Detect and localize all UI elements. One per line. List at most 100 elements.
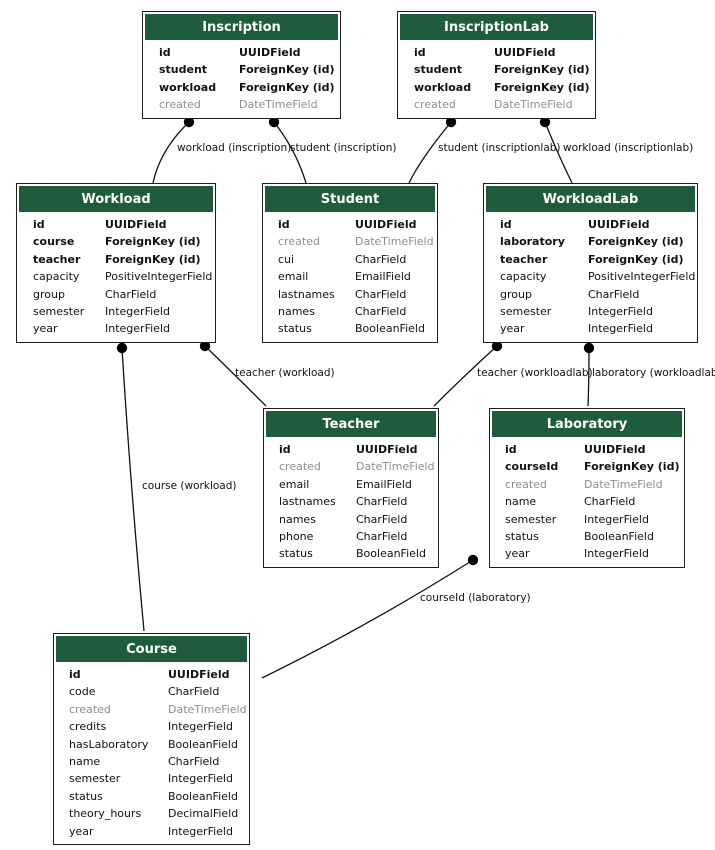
field-row: year IntegerField bbox=[484, 320, 697, 337]
field-name: group bbox=[33, 287, 65, 301]
field-type: ForeignKey (id) bbox=[494, 63, 590, 77]
relation-line-inscription-student bbox=[273, 121, 307, 184]
field-type: CharField bbox=[356, 529, 408, 543]
field-name: year bbox=[505, 547, 530, 561]
field-name: year bbox=[69, 824, 94, 838]
field-name: semester bbox=[500, 304, 552, 318]
field-type: ForeignKey (id) bbox=[239, 63, 335, 77]
field-type: DateTimeField bbox=[494, 98, 573, 112]
field-type: UUIDField bbox=[355, 218, 417, 231]
field-type: ForeignKey (id) bbox=[584, 460, 680, 474]
relation-endpoint-dot bbox=[583, 342, 595, 354]
field-type: UUIDField bbox=[356, 443, 418, 456]
model-title: Laboratory bbox=[491, 410, 683, 438]
field-type: IntegerField bbox=[588, 322, 653, 336]
field-name: phone bbox=[279, 529, 314, 543]
relation-endpoint-dot bbox=[539, 116, 551, 128]
model-title: Inscription bbox=[144, 13, 339, 41]
field-row: lastnames CharField bbox=[264, 493, 438, 510]
field-name: created bbox=[505, 477, 547, 491]
field-type: UUIDField bbox=[168, 668, 230, 681]
relation-label-laboratory-course: courseId (laboratory) bbox=[420, 592, 531, 604]
field-type: UUIDField bbox=[584, 443, 646, 456]
relation-label-inscriptionlab-student: student (inscriptionlab) bbox=[438, 142, 561, 154]
field-type: ForeignKey (id) bbox=[588, 235, 684, 249]
field-name: names bbox=[279, 512, 316, 526]
field-name: lastnames bbox=[279, 495, 336, 509]
field-type: BooleanField bbox=[356, 547, 426, 561]
field-name: semester bbox=[505, 512, 557, 526]
relation-line-inscriptionlab-student bbox=[408, 121, 452, 184]
field-type: IntegerField bbox=[105, 304, 170, 318]
model-title: Course bbox=[55, 635, 248, 663]
relation-label-inscription-workload: workload (inscription) bbox=[177, 142, 292, 154]
model-laboratory: Laboratory id UUIDField courseId ForeignKey … bbox=[489, 408, 685, 568]
field-row: created DateTimeField bbox=[398, 96, 595, 113]
field-type: CharField bbox=[356, 495, 408, 509]
field-name: teacher bbox=[33, 252, 81, 266]
field-type: ForeignKey (id) bbox=[239, 80, 335, 94]
field-type: BooleanField bbox=[168, 789, 238, 803]
field-type: IntegerField bbox=[168, 824, 233, 838]
model-title: WorkloadLab bbox=[485, 185, 696, 213]
field-type: IntegerField bbox=[168, 720, 233, 734]
relation-line-workloadlab-teacher bbox=[433, 345, 498, 407]
field-name: cui bbox=[278, 252, 295, 266]
field-type: IntegerField bbox=[588, 304, 653, 318]
field-row: phone CharField bbox=[264, 528, 438, 545]
field-name: capacity bbox=[500, 270, 547, 284]
relation-label-workload-teacher: teacher (workload) bbox=[235, 367, 335, 379]
relation-endpoint-dot bbox=[199, 340, 211, 352]
field-name: workload bbox=[414, 80, 472, 94]
field-name: id bbox=[33, 218, 45, 231]
field-type: UUIDField bbox=[494, 46, 556, 59]
field-name: created bbox=[414, 98, 456, 112]
field-name: lastnames bbox=[278, 287, 335, 301]
field-name: courseId bbox=[505, 460, 559, 474]
field-name: email bbox=[279, 477, 310, 491]
field-type: BooleanField bbox=[584, 529, 654, 543]
relation-label-inscription-student: student (inscription) bbox=[290, 142, 397, 154]
field-name: year bbox=[500, 322, 525, 336]
field-row: student ForeignKey (id) bbox=[398, 61, 595, 78]
field-type: ForeignKey (id) bbox=[105, 252, 201, 266]
field-type: CharField bbox=[168, 685, 220, 699]
field-name: hasLaboratory bbox=[69, 737, 149, 751]
field-name: id bbox=[500, 218, 512, 231]
field-name: status bbox=[278, 322, 312, 336]
field-name: student bbox=[414, 63, 463, 77]
field-row: year IntegerField bbox=[54, 823, 249, 840]
field-name: id bbox=[505, 443, 517, 456]
field-type: BooleanField bbox=[355, 322, 425, 336]
field-name: group bbox=[500, 287, 532, 301]
relation-endpoint-dot bbox=[445, 116, 457, 128]
field-type: IntegerField bbox=[584, 512, 649, 526]
field-name: workload bbox=[159, 80, 217, 94]
relation-endpoint-dot bbox=[268, 116, 280, 128]
